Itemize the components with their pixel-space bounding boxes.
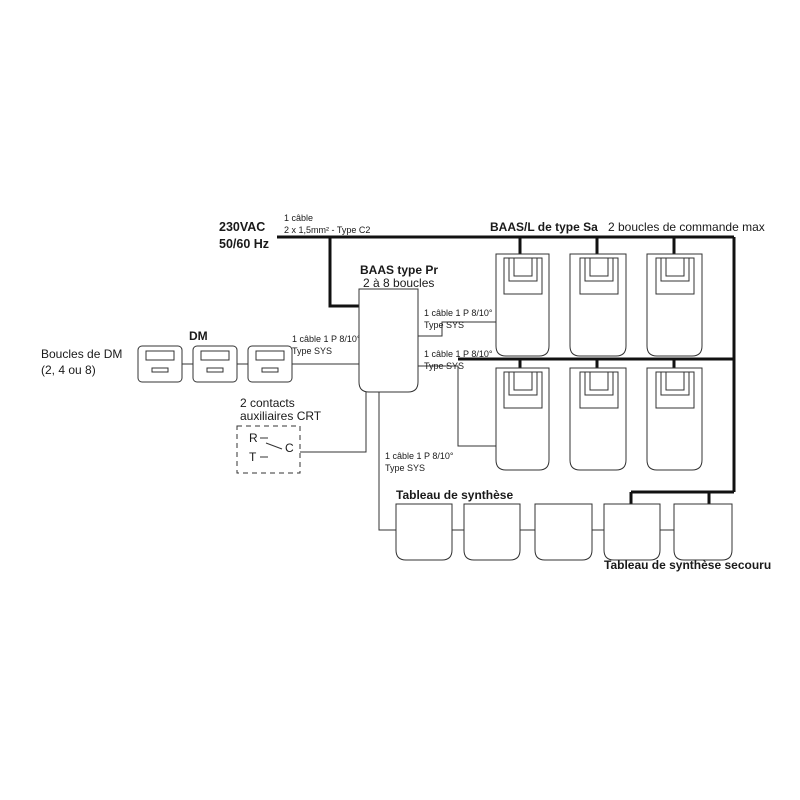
crt-t-label: T: [249, 450, 257, 464]
power-cable-line2: 2 x 1,5mm² - Type C2: [284, 225, 370, 235]
baas-sa-note: 2 boucles de commande max: [608, 220, 765, 234]
crt-title-line2: auxiliaires CRT: [240, 409, 322, 423]
baas-sa-unit: [646, 367, 703, 471]
tableau-panel: [463, 503, 521, 561]
frequency-label: 50/60 Hz: [219, 237, 269, 251]
crt-contacts: R T C: [236, 425, 301, 474]
dm-title: DM: [189, 329, 208, 343]
baas-sa-unit: [569, 253, 627, 357]
crt-r-label: R: [249, 431, 258, 445]
baas-sa-unit: [495, 367, 550, 471]
power-bus: [277, 235, 736, 506]
dm-loops-line1: Boucles de DM: [41, 347, 122, 361]
dm-module: [192, 345, 238, 383]
dm-module: [137, 345, 183, 383]
crt-title-line1: 2 contacts: [240, 396, 295, 410]
dm-cable-line2: Type SYS: [292, 346, 332, 356]
sa-bottom-cable-line2: Type SYS: [424, 361, 464, 371]
sa-bottom-cable-line1: 1 câble 1 P 8/10°: [424, 349, 493, 359]
tableau-panel: [395, 503, 453, 561]
dm-module: [247, 345, 293, 383]
tableau-panel: [534, 503, 593, 561]
tableau-title: Tableau de synthèse: [396, 488, 513, 502]
tableau-secouru-panel: [603, 503, 661, 561]
voltage-label: 230VAC: [219, 220, 265, 234]
baas-sa-unit: [495, 253, 550, 357]
baas-pr-title: BAAS type Pr: [360, 263, 438, 277]
signal-wiring: [182, 321, 674, 531]
baas-pr-unit: [358, 288, 419, 393]
tableau-secouru-panel: [673, 503, 733, 561]
crt-c-label: C: [285, 441, 294, 455]
baas-sa-unit: [646, 253, 703, 357]
dm-cable-line1: 1 câble 1 P 8/10°: [292, 334, 361, 344]
sa-top-cable-line2: Type SYS: [424, 320, 464, 330]
tableau-cable-line2: Type SYS: [385, 463, 425, 473]
dm-loops-line2: (2, 4 ou 8): [41, 363, 96, 377]
tableau-secouru-title: Tableau de synthèse secouru: [604, 558, 771, 572]
power-cable-line1: 1 câble: [284, 213, 313, 223]
baas-sa-unit: [569, 367, 627, 471]
sa-top-cable-line1: 1 câble 1 P 8/10°: [424, 308, 493, 318]
tableau-cable-line1: 1 câble 1 P 8/10°: [385, 451, 454, 461]
baas-sa-title: BAAS/L de type Sa: [490, 220, 598, 234]
baas-pr-subtitle: 2 à 8 boucles: [363, 276, 434, 290]
